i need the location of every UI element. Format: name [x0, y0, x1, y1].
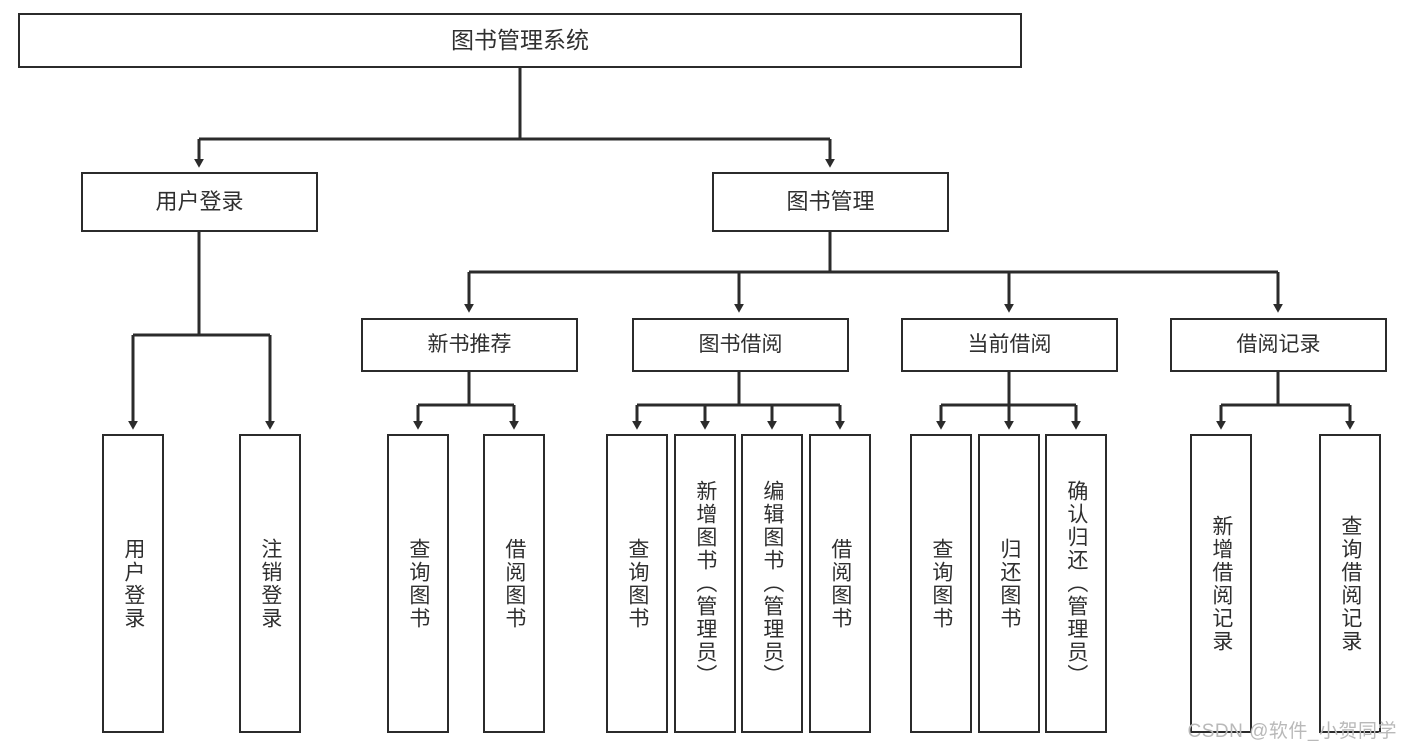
node-leaf-edit-book[interactable]: 编辑图书（管理员）	[741, 434, 803, 733]
node-leaf-confirm-return[interactable]: 确认归还（管理员）	[1045, 434, 1107, 733]
csdn-watermark: CSDN @软件_小贺同学	[1187, 721, 1397, 742]
node-leaf-borrow-book-2-label: 借阅图书	[828, 537, 852, 630]
node-book-manage[interactable]: 图书管理	[712, 172, 949, 232]
node-user-login-label: 用户登录	[155, 188, 244, 214]
node-borrow-record-label: 借阅记录	[1236, 333, 1321, 357]
node-leaf-add-record[interactable]: 新增借阅记录	[1190, 434, 1252, 733]
node-leaf-return-book[interactable]: 归还图书	[978, 434, 1040, 733]
node-leaf-query-book-3[interactable]: 查询图书	[910, 434, 972, 733]
node-leaf-query-record[interactable]: 查询借阅记录	[1319, 434, 1381, 733]
node-book-manage-label: 图书管理	[786, 188, 875, 214]
node-leaf-borrow-book-2[interactable]: 借阅图书	[809, 434, 871, 733]
node-leaf-user-logout-label: 注销登录	[258, 537, 282, 630]
node-leaf-add-record-label: 新增借阅记录	[1209, 514, 1233, 653]
node-new-book-rec-label: 新书推荐	[427, 333, 512, 357]
node-book-borrow-label: 图书借阅	[698, 333, 783, 357]
node-book-borrow[interactable]: 图书借阅	[632, 318, 849, 372]
node-current-borrow[interactable]: 当前借阅	[901, 318, 1118, 372]
node-leaf-user-login-label: 用户登录	[121, 537, 145, 630]
node-leaf-query-book-1[interactable]: 查询图书	[387, 434, 449, 733]
node-leaf-user-logout[interactable]: 注销登录	[239, 434, 301, 733]
node-leaf-query-record-label: 查询借阅记录	[1338, 514, 1362, 653]
node-leaf-query-book-3-label: 查询图书	[929, 537, 953, 630]
node-leaf-user-login[interactable]: 用户登录	[102, 434, 164, 733]
node-leaf-add-book-label: 新增图书（管理员）	[693, 480, 717, 687]
node-leaf-confirm-return-label: 确认归还（管理员）	[1064, 480, 1088, 687]
node-borrow-record[interactable]: 借阅记录	[1170, 318, 1387, 372]
node-leaf-borrow-book-1-label: 借阅图书	[502, 537, 526, 630]
node-leaf-borrow-book-1[interactable]: 借阅图书	[483, 434, 545, 733]
node-leaf-query-book-2-label: 查询图书	[625, 537, 649, 630]
node-leaf-query-book-2[interactable]: 查询图书	[606, 434, 668, 733]
node-user-login[interactable]: 用户登录	[81, 172, 318, 232]
node-leaf-edit-book-label: 编辑图书（管理员）	[760, 480, 784, 687]
node-current-borrow-label: 当前借阅	[967, 333, 1052, 357]
node-new-book-rec[interactable]: 新书推荐	[361, 318, 578, 372]
node-leaf-add-book[interactable]: 新增图书（管理员）	[674, 434, 736, 733]
node-root-label: 图书管理系统	[451, 27, 589, 54]
node-leaf-return-book-label: 归还图书	[997, 537, 1021, 630]
node-leaf-query-book-1-label: 查询图书	[406, 537, 430, 630]
node-root[interactable]: 图书管理系统	[18, 13, 1022, 68]
